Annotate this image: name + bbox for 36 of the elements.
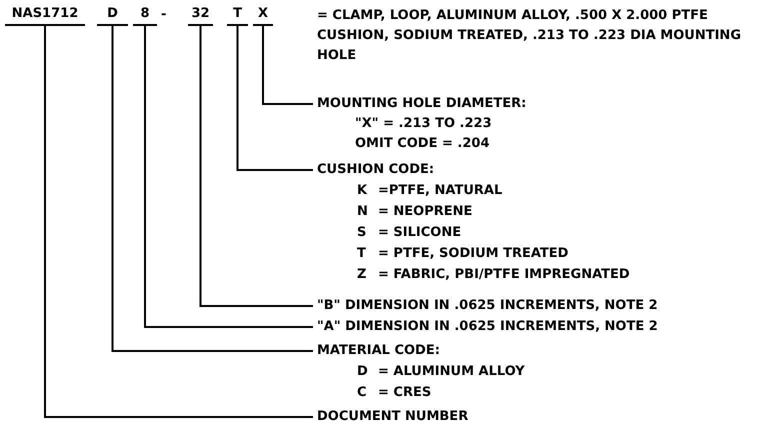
- code-text: = FABRIC, PBI/PTFE IMPREGNATED: [378, 267, 630, 283]
- leader-line: [44, 26, 313, 418]
- code-text: = NEOPRENE: [378, 204, 472, 220]
- part-number-segment: D: [97, 4, 128, 26]
- part-number-segment: X: [253, 4, 273, 26]
- code-text: Z: [357, 267, 366, 283]
- callout-text: "A" DIMENSION IN .0625 INCREMENTS, NOTE 2: [317, 319, 658, 335]
- code-text: = PTFE, SODIUM TREATED: [378, 246, 568, 262]
- code-text: T: [357, 246, 366, 262]
- code-text: S: [357, 225, 366, 241]
- code-text: = CRES: [378, 385, 432, 401]
- code-text: = ALUMINUM ALLOY: [378, 364, 525, 380]
- leader-line: [144, 26, 313, 328]
- part-number-segment: 32: [188, 4, 213, 26]
- leader-line: [112, 26, 313, 352]
- code-text: "X" = .213 TO .223: [355, 116, 492, 132]
- leader-line: [236, 26, 313, 171]
- code-text: D: [357, 364, 368, 380]
- callout-text: MOUNTING HOLE DIAMETER:: [317, 96, 526, 112]
- code-text: N: [357, 204, 368, 220]
- leader-line: [262, 26, 313, 105]
- code-text: =PTFE, NATURAL: [378, 183, 502, 199]
- leader-line: [200, 26, 313, 307]
- callout-text: "B" DIMENSION IN .0625 INCREMENTS, NOTE 2: [317, 298, 658, 314]
- code-text: = SILICONE: [378, 225, 462, 241]
- part-number-segment: 8: [133, 4, 157, 26]
- part-description: = CLAMP, LOOP, ALUMINUM ALLOY, .500 X 2.000 PTFE CUSHION, SODIUM TREATED, .213 TO .223 DIA MOUNTING HOLE: [317, 7, 742, 65]
- code-text: C: [357, 385, 367, 401]
- part-number-segment: T: [227, 4, 248, 26]
- code-text: -: [161, 7, 166, 23]
- part-number-segment: NAS1712: [5, 4, 85, 26]
- code-text: OMIT CODE = .204: [355, 136, 490, 152]
- callout-text: MATERIAL CODE:: [317, 343, 440, 359]
- callout-text: DOCUMENT NUMBER: [317, 409, 468, 425]
- callout-text: CUSHION CODE:: [317, 162, 434, 178]
- code-text: K: [357, 183, 368, 199]
